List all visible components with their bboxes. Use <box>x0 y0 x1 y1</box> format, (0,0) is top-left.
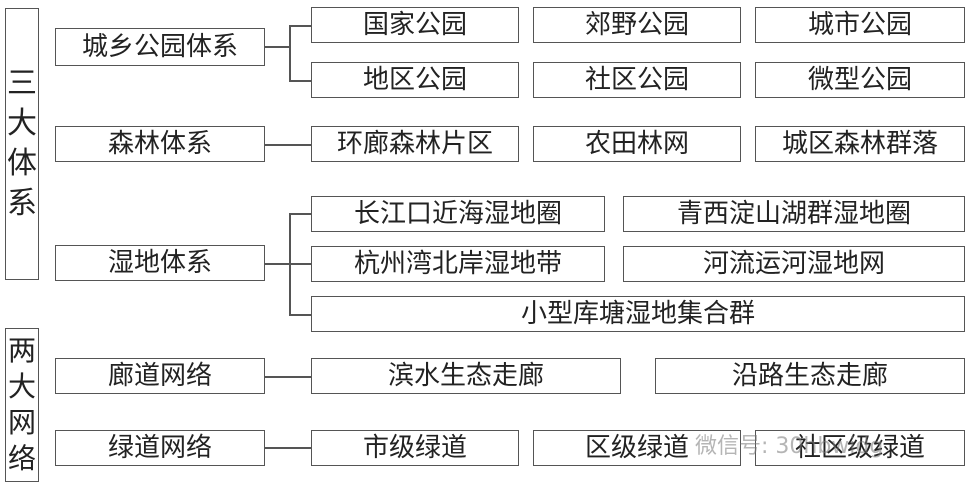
two-networks-char: 络 <box>7 442 36 475</box>
item-city-park: 城市公园 <box>755 7 965 43</box>
item-forest-ring: 环廊森林片区 <box>311 126 519 162</box>
connector-line <box>289 213 311 215</box>
connector-line <box>289 263 311 265</box>
three-systems-char: 系 <box>7 186 37 221</box>
three-systems-char: 大 <box>7 106 37 141</box>
category-corridor-network: 廊道网络 <box>55 358 265 394</box>
item-roadside-corridor: 沿路生态走廊 <box>655 358 965 394</box>
three-systems-label: 三 大 体 系 <box>5 8 39 280</box>
connector-line <box>265 144 311 146</box>
category-greenway-network: 绿道网络 <box>55 430 265 466</box>
three-systems-char: 三 <box>7 66 37 101</box>
connector-line <box>265 263 290 265</box>
connector-line <box>265 447 311 449</box>
connector-line <box>289 25 291 81</box>
item-yangtze-estuary-wetland: 长江口近海湿地圈 <box>311 196 605 232</box>
two-networks-char: 大 <box>7 370 36 403</box>
category-forest-system: 森林体系 <box>55 126 265 162</box>
item-city-greenway: 市级绿道 <box>311 430 519 466</box>
item-small-pond-wetland: 小型库塘湿地集合群 <box>311 296 965 332</box>
item-micro-park: 微型公园 <box>755 62 965 98</box>
item-farmland-forest-network: 农田林网 <box>533 126 741 162</box>
two-networks-char: 两 <box>7 334 36 367</box>
connector-line <box>289 80 311 82</box>
two-networks-char: 网 <box>7 406 36 439</box>
item-district-park: 地区公园 <box>311 62 519 98</box>
item-country-park: 郊野公园 <box>533 7 741 43</box>
item-urban-forest-community: 城区森林群落 <box>755 126 965 162</box>
item-district-greenway: 区级绿道 <box>533 430 741 466</box>
connector-line <box>265 376 311 378</box>
item-qingxi-lake-wetland: 青西淀山湖群湿地圈 <box>623 196 965 232</box>
item-hangzhou-bay-wetland: 杭州湾北岸湿地带 <box>311 246 605 282</box>
three-systems-char: 体 <box>7 146 37 181</box>
connector-line <box>265 46 290 48</box>
connector-line <box>289 314 311 316</box>
item-community-park: 社区公园 <box>533 62 741 98</box>
item-community-greenway: 社区级绿道 <box>755 430 965 466</box>
connector-line <box>289 25 311 27</box>
watermark: 微信号: 30hbwidg <box>695 434 884 459</box>
two-networks-label: 两 大 网 络 <box>5 328 39 482</box>
item-river-canal-wetland: 河流运河湿地网 <box>623 246 965 282</box>
category-wetland-system: 湿地体系 <box>55 245 265 281</box>
item-waterfront-corridor: 滨水生态走廊 <box>311 358 621 394</box>
item-national-park: 国家公园 <box>311 7 519 43</box>
category-park-system: 城乡公园体系 <box>55 28 265 66</box>
